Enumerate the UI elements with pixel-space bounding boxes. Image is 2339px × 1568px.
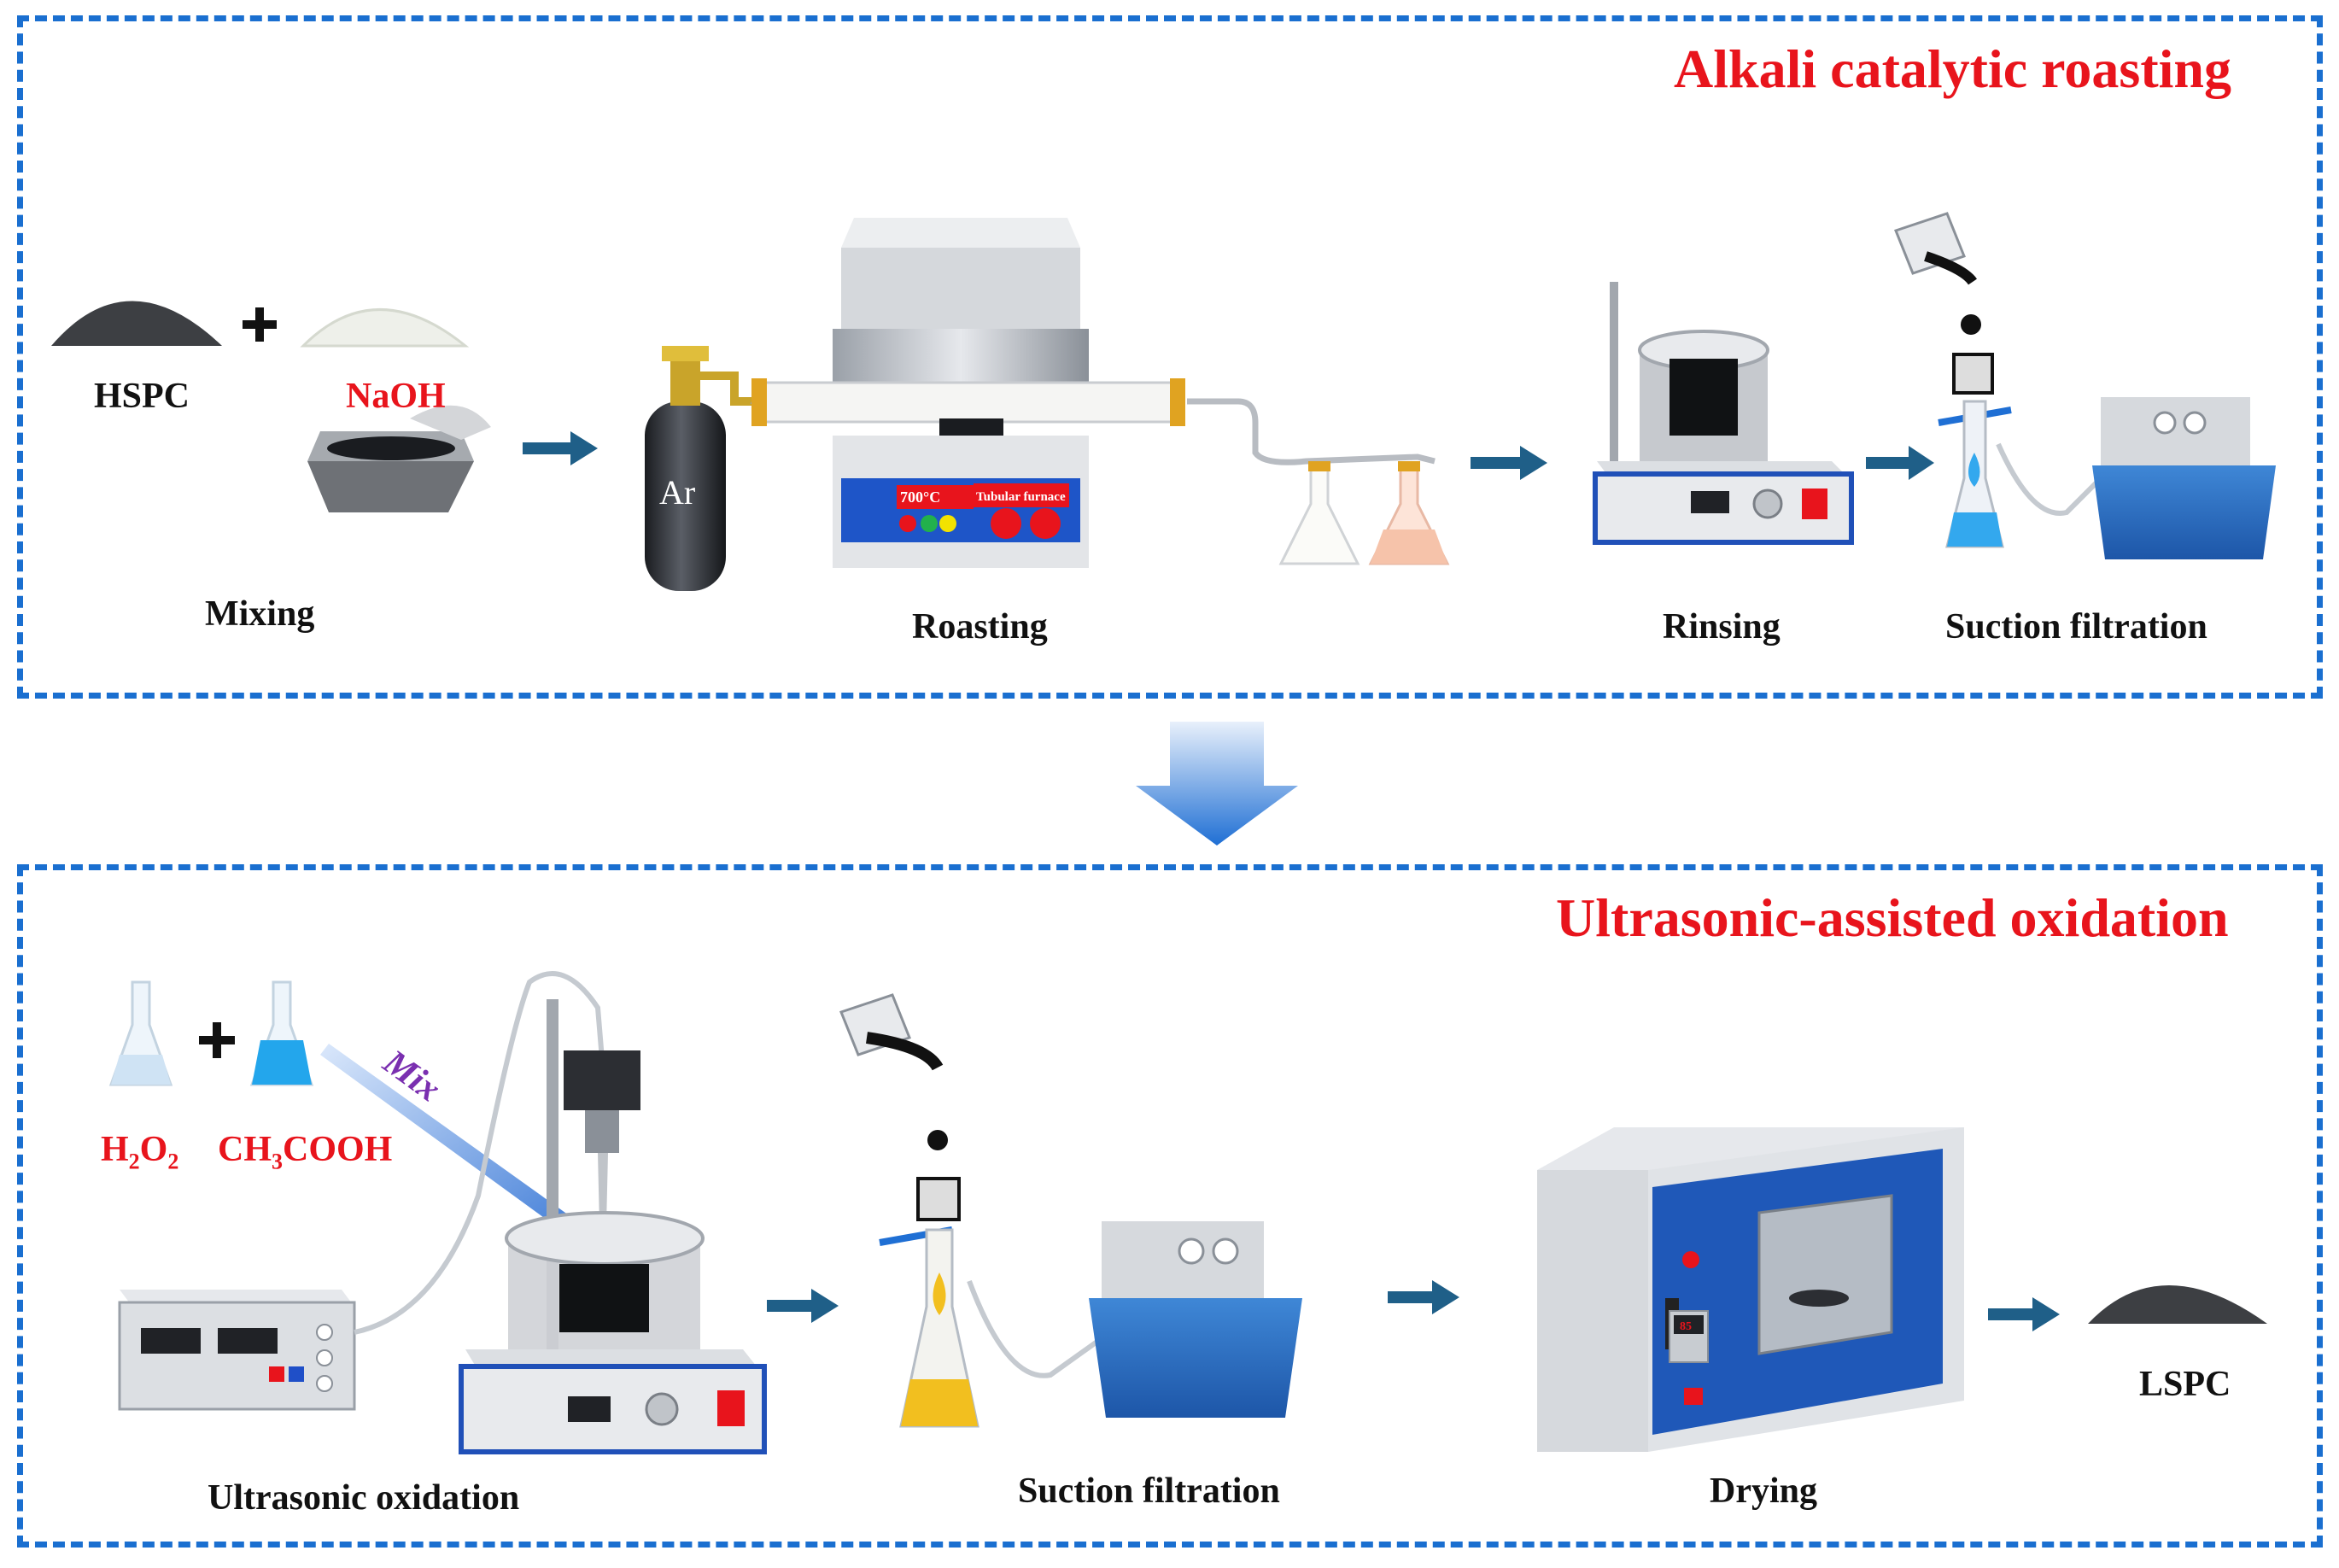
acetic-acid-flask xyxy=(249,980,314,1086)
argon-cylinder xyxy=(645,346,751,591)
mixing-label: Mixing xyxy=(205,594,315,634)
top-panel xyxy=(17,15,2323,699)
furnace-name: Tubular furnace xyxy=(976,490,1066,504)
flow-arrow-2 xyxy=(1471,446,1547,480)
roasting-label: Roasting xyxy=(912,607,1048,647)
lspc-powder-pile xyxy=(2088,1285,2267,1324)
mix-arrow xyxy=(320,1044,615,1264)
top-panel-title: Alkali catalytic roasting xyxy=(1674,38,2231,99)
rinsing-label: Rinsing xyxy=(1663,607,1781,647)
flow-arrow-b3 xyxy=(1988,1297,2060,1331)
outlet-tubing xyxy=(1187,398,1436,465)
plus-icon-top xyxy=(243,307,277,342)
stage-transition-arrow xyxy=(1136,722,1298,845)
bottom-panel xyxy=(17,864,2323,1548)
argon-label: Ar xyxy=(659,473,695,512)
acetic-acid-label: CH3COOH xyxy=(218,1130,393,1174)
suction-filtration-bottom xyxy=(839,993,1302,1428)
lspc-label: LSPC xyxy=(2139,1365,2231,1404)
suction-filtration-top xyxy=(1894,212,2276,559)
ultrasonic-reactor xyxy=(459,999,767,1454)
ultrasonic-oxidation-label: Ultrasonic oxidation xyxy=(208,1478,520,1518)
h2o2-label: H2O2 xyxy=(101,1130,179,1174)
crucible-icon xyxy=(307,405,491,512)
oven-temp-readout: 85 xyxy=(1680,1320,1692,1333)
bottom-panel-title: Ultrasonic-assisted oxidation xyxy=(1556,887,2229,948)
furnace-temp: 700°C xyxy=(900,489,940,506)
gas-wash-flasks xyxy=(1278,461,1450,565)
h2o2-flask xyxy=(108,980,173,1086)
naoh-pellets xyxy=(300,308,470,348)
drying-label: Drying xyxy=(1710,1471,1817,1511)
naoh-label: NaOH xyxy=(346,377,446,416)
hspc-powder-pile xyxy=(51,301,222,346)
ultrasonic-generator xyxy=(118,1290,356,1411)
flow-arrow-3 xyxy=(1866,446,1934,480)
suction-label-top: Suction filtration xyxy=(1945,607,2207,647)
hspc-label: HSPC xyxy=(94,377,190,416)
drying-oven xyxy=(1537,1127,1964,1452)
suction-label-bottom: Suction filtration xyxy=(1018,1471,1280,1511)
rinsing-bath xyxy=(1593,282,1854,545)
flow-arrow-b1 xyxy=(767,1289,839,1323)
flow-arrow-b2 xyxy=(1388,1280,1459,1314)
flow-arrow-1 xyxy=(523,431,598,465)
tube-furnace xyxy=(751,218,1185,568)
plus-icon-bottom xyxy=(199,1022,235,1058)
